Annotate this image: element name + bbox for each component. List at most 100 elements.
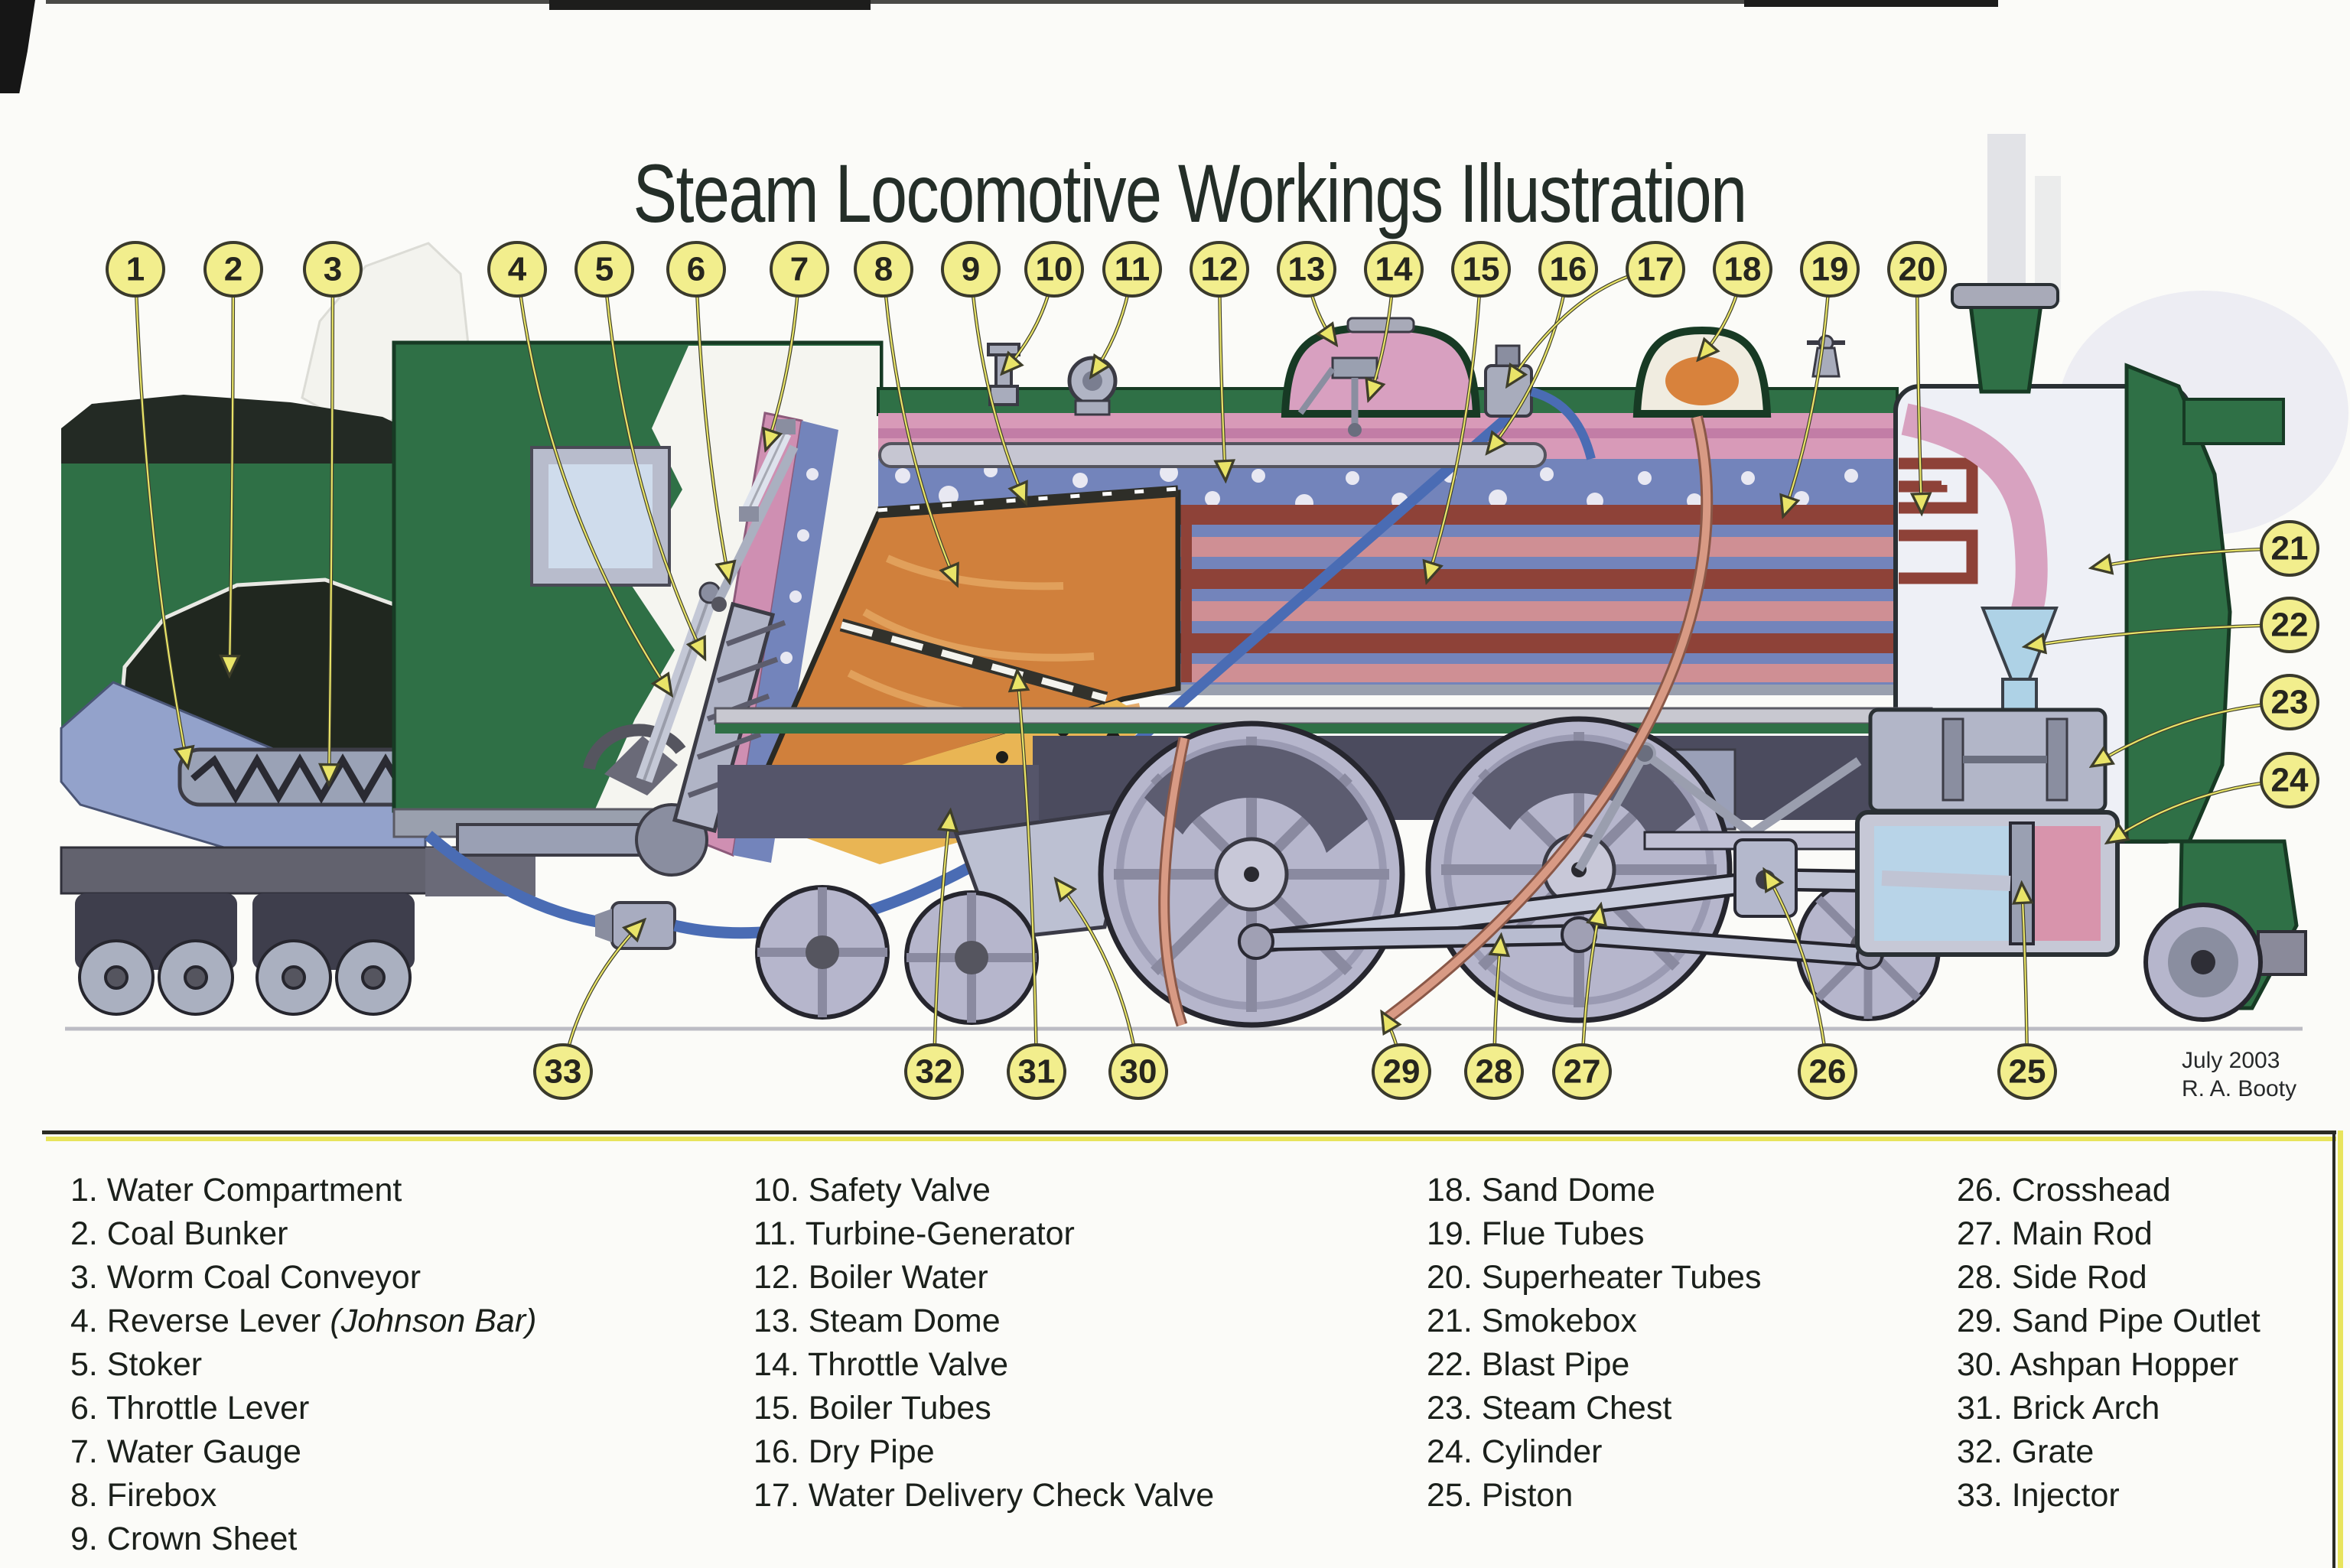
scan-artifact-strip xyxy=(1744,0,1998,7)
smokestack-cap xyxy=(1951,283,2059,309)
legend-item: 5. Stoker xyxy=(70,1346,203,1383)
leader-line-highlight xyxy=(1219,268,1225,478)
legend-item: 32. Grate xyxy=(1957,1433,2094,1470)
running-board-green xyxy=(715,724,1932,734)
callout-number: 14 xyxy=(1375,251,1413,288)
leader-line-highlight xyxy=(882,268,956,583)
driving-wheel-rear xyxy=(1098,721,1405,1028)
callout-badge-31 xyxy=(1007,1043,1066,1100)
callout-badge-22 xyxy=(2260,597,2319,653)
callout-badge-1 xyxy=(106,241,165,298)
callout-badge-29 xyxy=(1372,1043,1431,1100)
boiler-pink-stripe xyxy=(878,428,1897,438)
credit: July 2003 R. A. Booty xyxy=(2182,1046,2296,1103)
legend-item: 1. Water Compartment xyxy=(70,1172,402,1209)
legend-item: 20. Superheater Tubes xyxy=(1427,1259,1762,1296)
cylinder-pink-side xyxy=(2033,826,2101,941)
firebox-water-leg xyxy=(733,421,838,863)
legend-item: 19. Flue Tubes xyxy=(1427,1215,1645,1252)
leader-line-highlight xyxy=(1784,268,1831,514)
leader-line-highlight xyxy=(1427,268,1483,580)
callout-badge-4 xyxy=(487,241,547,298)
callout-number: 33 xyxy=(545,1053,582,1091)
callout-number: 1 xyxy=(126,251,145,288)
tender-frame xyxy=(60,846,461,895)
front-coupler xyxy=(2257,930,2307,976)
callout-number: 28 xyxy=(1476,1053,1513,1091)
callout-number: 2 xyxy=(224,251,242,288)
piston xyxy=(2009,821,2035,945)
leader-line-highlight xyxy=(229,268,233,673)
leader-line-highlight xyxy=(1017,673,1038,1072)
leader-line-highlight xyxy=(329,268,333,782)
legend-item: 28. Side Rod xyxy=(1957,1259,2147,1296)
legend-item: 15. Boiler Tubes xyxy=(753,1390,991,1426)
callout-number: 13 xyxy=(1288,251,1326,288)
callout-badge-32 xyxy=(904,1043,964,1100)
legend-item: 26. Crosshead xyxy=(1957,1172,2171,1209)
callout-number: 9 xyxy=(962,251,980,288)
callout-badge-16 xyxy=(1538,241,1598,298)
callout-badge-24 xyxy=(2260,752,2319,808)
tender xyxy=(60,395,535,1016)
callout-badge-6 xyxy=(666,241,726,298)
page-title: Steam Locomotive Workings Illustration xyxy=(633,147,1747,239)
leader-line-highlight xyxy=(1917,268,1922,511)
callout-number: 4 xyxy=(508,251,527,288)
callout-number: 32 xyxy=(916,1053,953,1091)
callout-number: 6 xyxy=(687,251,705,288)
legend-item: 16. Dry Pipe xyxy=(753,1433,935,1470)
callout-number: 25 xyxy=(2009,1053,2046,1091)
callout-number: 21 xyxy=(2271,530,2309,568)
callout-badge-18 xyxy=(1713,241,1772,298)
credit-date: July 2003 xyxy=(2182,1048,2280,1073)
callout-badge-8 xyxy=(854,241,913,298)
stoker-feed-pipe xyxy=(456,823,659,857)
leader-line-highlight xyxy=(516,268,670,693)
legend-item: 30. Ashpan Hopper xyxy=(1957,1346,2239,1383)
callout-badge-20 xyxy=(1887,241,1947,298)
callout-badge-7 xyxy=(770,241,829,298)
legend-item: 21. Smokebox xyxy=(1427,1303,1637,1339)
front-ledge xyxy=(2182,398,2285,445)
callout-badge-25 xyxy=(1997,1043,2057,1100)
callout-number: 31 xyxy=(1018,1053,1056,1091)
legend-item: 18. Sand Dome xyxy=(1427,1172,1655,1209)
legend-item: 22. Blast Pipe xyxy=(1427,1346,1630,1383)
tender-suction-pipe xyxy=(425,831,613,930)
legend-item: 23. Steam Chest xyxy=(1427,1390,1672,1426)
injector xyxy=(610,901,676,950)
callout-number: 18 xyxy=(1724,251,1762,288)
legend-separator-highlight xyxy=(46,1137,2336,1141)
callout-number: 15 xyxy=(1463,251,1500,288)
legend-item: 17. Water Delivery Check Valve xyxy=(753,1477,1215,1514)
safety-valve xyxy=(987,343,1020,406)
callout-number: 8 xyxy=(874,251,893,288)
callout-number: 27 xyxy=(1564,1053,1601,1091)
callout-badge-17 xyxy=(1626,241,1685,298)
callout-number: 16 xyxy=(1550,251,1587,288)
callout-number: 12 xyxy=(1201,251,1238,288)
callout-badge-9 xyxy=(941,241,1001,298)
brick-arch xyxy=(839,618,1108,705)
credit-author: R. A. Booty xyxy=(2182,1076,2297,1101)
scan-artifact-strip xyxy=(549,0,871,10)
legend-item: 24. Cylinder xyxy=(1427,1433,1603,1470)
tender-wheels xyxy=(78,939,412,1016)
valve-gear xyxy=(1574,742,1862,872)
legend-item: 14. Throttle Valve xyxy=(753,1346,1009,1383)
turbine-generator xyxy=(1067,356,1118,416)
conveyor-screw xyxy=(190,753,427,804)
leader-line-highlight xyxy=(969,268,1025,501)
callout-badge-3 xyxy=(303,241,363,298)
legend-item: 33. Injector xyxy=(1957,1477,2120,1514)
leader-line-highlight xyxy=(695,268,729,580)
legend-item: 29. Sand Pipe Outlet xyxy=(1957,1303,2260,1339)
callout-number: 3 xyxy=(324,251,342,288)
